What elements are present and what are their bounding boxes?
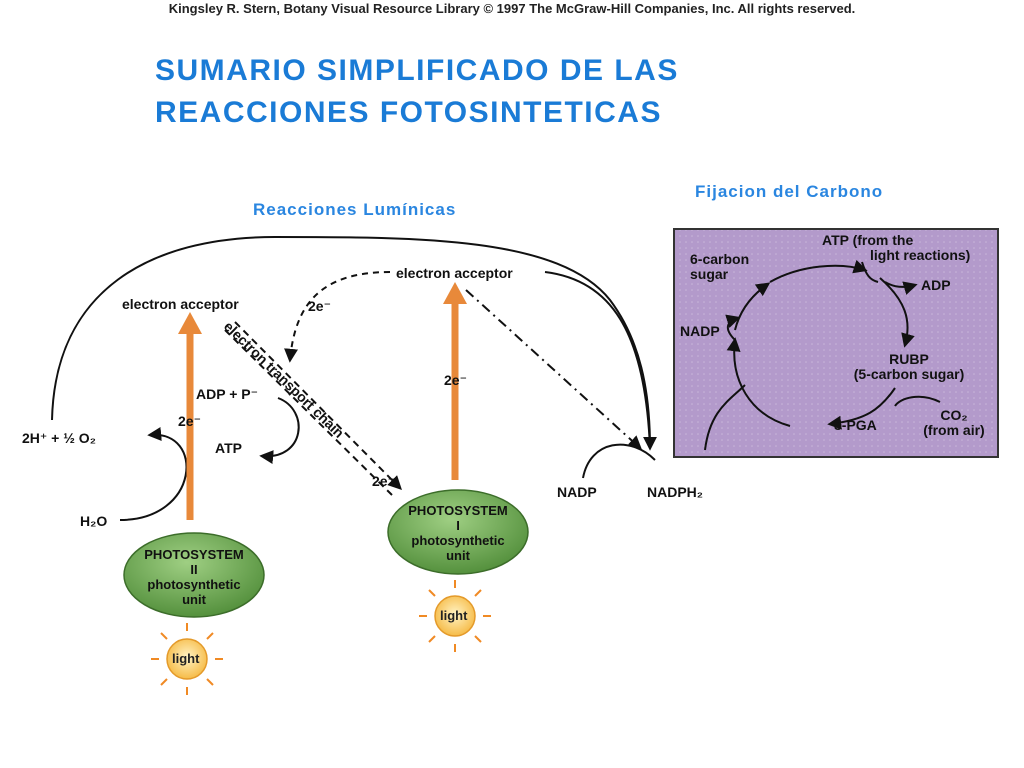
- nadp-curve: [582, 443, 656, 479]
- copyright-credit: Kingsley R. Stern, Botany Visual Resourc…: [168, 1, 856, 16]
- electron-arc-left: [51, 235, 657, 451]
- sun-icon-2: [419, 580, 491, 652]
- nadp-out-arrow: [725, 314, 741, 341]
- cycle-rubp-label: RUBP (5-carbon sugar): [853, 351, 965, 382]
- cycle-arc-right: [879, 277, 915, 348]
- cycle-nadp-label: NADP: [680, 323, 720, 339]
- cycle-co2-label: CO₂ (from air): [923, 407, 985, 438]
- atp-curve: [259, 397, 300, 464]
- etc-line-a: [224, 329, 393, 496]
- title-line-1: SUMARIO SIMPLIFICADO DE LAS: [155, 54, 679, 87]
- two-e-ps2-label: 2e⁻: [178, 413, 201, 429]
- two-e-chain-label: 2e⁻: [372, 473, 395, 489]
- adp-p-label: ADP + P⁻: [196, 386, 258, 402]
- electron-acceptor-right-label: electron acceptor: [396, 265, 513, 281]
- nadp-label: NADP: [557, 484, 597, 500]
- electron-acceptor-left-label: electron acceptor: [122, 296, 239, 312]
- water-curve: [119, 427, 188, 521]
- cycle-arc-lower-right: [827, 387, 896, 430]
- cycle-3pga-label: 3-PGA: [834, 417, 877, 433]
- atp-in-arrow: [861, 261, 879, 283]
- cycle-six-carbon-sugar-label: 6-carbon sugar: [690, 251, 750, 282]
- sun-icon-1: [151, 623, 223, 695]
- nadph2-label: NADPH₂: [647, 484, 703, 500]
- cycle-arc-top: [769, 259, 868, 283]
- cycle-adp-label: ADP: [921, 277, 951, 293]
- water-label: H₂O: [80, 513, 108, 529]
- electron-arc-right: [544, 271, 651, 449]
- title-line-2: REACCIONES FOTOSINTETICAS: [155, 96, 662, 129]
- ps2-excitation-arrow: [178, 312, 202, 334]
- photosystem-1-label: PHOTOSYSTEM I photosynthetic unit: [408, 503, 508, 563]
- section-title-carbon-fixation: Fijacion del Carbono: [695, 182, 884, 201]
- light-label-1: light: [172, 651, 200, 666]
- photosystem-2: [123, 532, 265, 618]
- two-e-top-label: 2e⁻: [308, 298, 331, 314]
- ps1-excitation-arrow: [443, 282, 467, 304]
- two-e-ps1-label: 2e⁻: [444, 372, 467, 388]
- section-title-light-reactions: Reacciones Lumínicas: [253, 200, 457, 219]
- oxygen-label: 2H⁺ + ½ O₂: [22, 430, 96, 446]
- light-label-2: light: [440, 608, 468, 623]
- nadph2-to-cycle: [704, 384, 746, 451]
- atp-label: ATP: [215, 440, 242, 456]
- dashdot-to-nadph2: [465, 289, 643, 450]
- cycle-arc-left: [726, 337, 791, 427]
- photosystem-2-label: PHOTOSYSTEM II photosynthetic unit: [144, 547, 244, 607]
- etc-line-b: [234, 321, 402, 490]
- page-title: SUMARIO SIMPLIFICADO DE LAS REACCIONES F…: [155, 50, 679, 134]
- cycle-atp-label: ATP (from the light reactions): [822, 232, 971, 263]
- co2-in-arrow: [894, 395, 941, 407]
- adp-out-arrow: [884, 281, 918, 295]
- dashed-2e-path: [284, 271, 391, 363]
- photosystem-1: [387, 489, 529, 575]
